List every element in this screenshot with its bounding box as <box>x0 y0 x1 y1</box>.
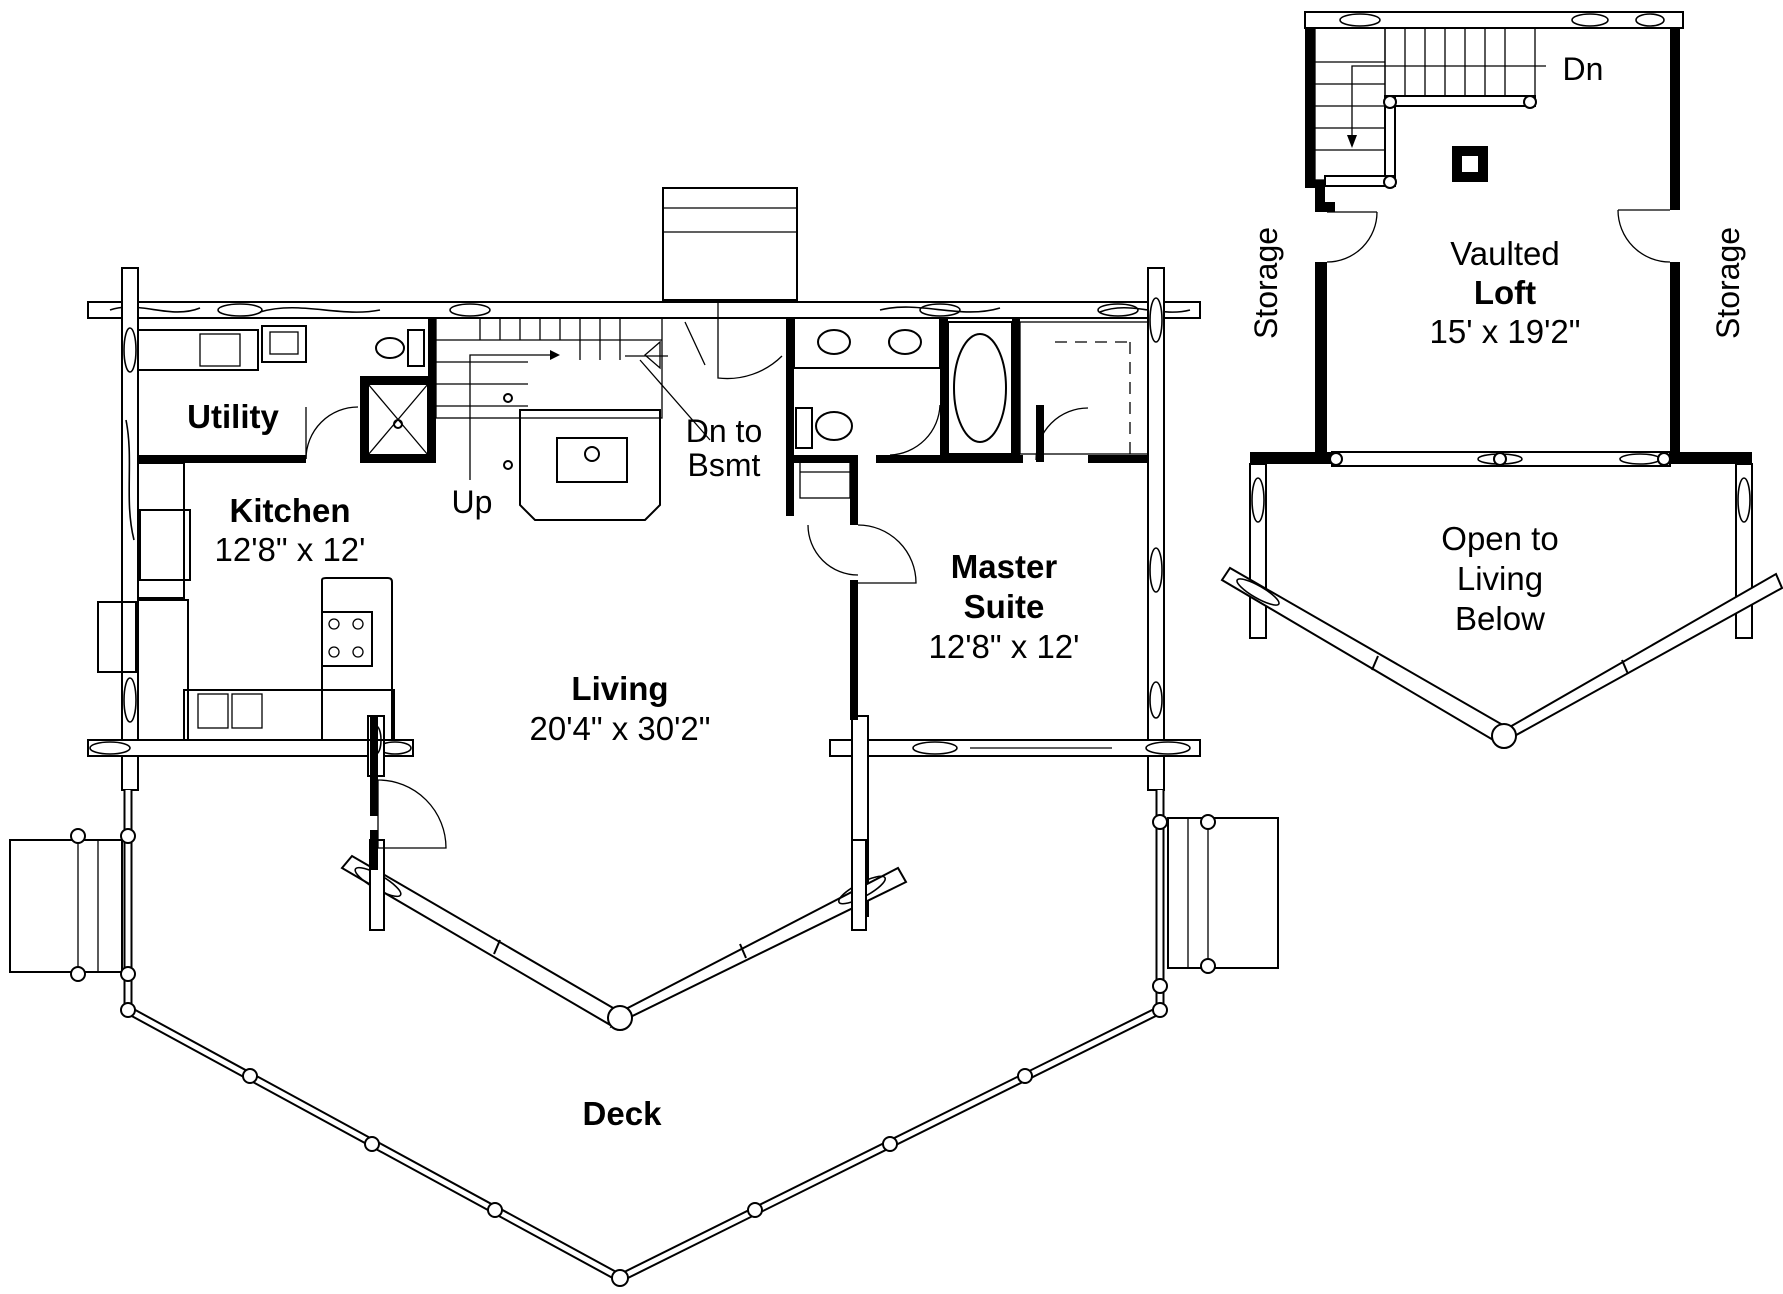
vanity-sink-left <box>817 329 851 355</box>
open-below-line2: Living <box>1457 560 1543 597</box>
open-below-line3: Below <box>1455 600 1545 637</box>
kitchen-size: 12'8" x 12' <box>215 531 366 568</box>
loft-walls <box>1250 28 1752 464</box>
kitchen-label: Kitchen <box>229 492 350 529</box>
refrigerator <box>139 509 191 581</box>
closet-door-2 <box>807 524 859 576</box>
dn-to-bsmt-leader <box>639 359 711 441</box>
storage-door-left <box>1326 211 1378 263</box>
deck-label: Deck <box>583 1095 663 1132</box>
stair-up-arrow <box>469 354 550 480</box>
window-box <box>97 601 137 673</box>
storage-door-right <box>1617 209 1671 263</box>
kitchen-counter-left <box>137 462 185 599</box>
closet-door <box>1035 407 1089 461</box>
chimney <box>662 187 798 301</box>
open-below-walls <box>1220 463 1783 749</box>
fireplace-hearth <box>503 393 661 521</box>
master-door <box>857 524 917 584</box>
kitchen-peninsula <box>321 577 393 741</box>
stair-down-label-line1: Dn to <box>686 413 762 449</box>
loft-label-line1: Vaulted <box>1450 235 1559 272</box>
entry-door <box>717 300 783 380</box>
bath-door <box>889 404 941 456</box>
deck-stairs-right <box>1167 817 1279 969</box>
sink-utility <box>261 325 307 363</box>
walk-in-closet <box>1019 321 1149 455</box>
log-wall-right <box>1147 267 1165 791</box>
loft-stair-arrow <box>1351 65 1546 140</box>
utility-fixtures <box>137 325 429 460</box>
master-suite-label-line1: Master <box>951 548 1058 585</box>
master-suite-size: 12'8" x 12' <box>929 628 1080 665</box>
deck-railing <box>123 790 1165 1283</box>
linen-closet <box>799 461 851 499</box>
stairs-main <box>435 317 711 480</box>
side-door <box>377 779 447 849</box>
kitchen-sink-right <box>231 693 263 729</box>
master-bath <box>793 317 1149 584</box>
master-suite-label-line2: Suite <box>964 588 1045 625</box>
shower <box>367 383 429 456</box>
log-wall-v <box>340 839 908 1031</box>
deck <box>9 790 1279 1287</box>
storage-left-label: Storage <box>1248 227 1284 339</box>
interior-walls <box>138 318 1148 870</box>
kitchen-fixtures <box>97 462 395 741</box>
vanity-sink-right <box>888 329 922 355</box>
vanity <box>793 317 941 369</box>
tub <box>947 321 1013 455</box>
stair-up-label: Up <box>452 484 493 520</box>
toilet-half-bath <box>375 337 405 359</box>
loft-label-line2: Loft <box>1474 274 1536 311</box>
loft-stairs <box>1314 27 1546 189</box>
toilet-master <box>815 411 853 441</box>
stair-down-label-line2: Bsmt <box>688 447 761 483</box>
main-floor: Utility Kitchen 12'8" x 12' Living 20'4"… <box>9 187 1279 1287</box>
kitchen-sink-left <box>197 693 229 729</box>
living-size: 20'4" x 30'2" <box>530 710 711 747</box>
living-label: Living <box>571 670 668 707</box>
loft-size: 15' x 19'2" <box>1430 313 1581 350</box>
utility-door <box>305 406 359 460</box>
loft-floor: Vaulted Loft 15' x 19'2" Dn Storage Stor… <box>1220 11 1783 749</box>
kitchen-counter-bottom <box>183 689 395 741</box>
log-wall-top <box>87 301 1201 319</box>
deck-stairs-left <box>9 839 123 973</box>
cooktop <box>321 611 373 667</box>
log-wall-left <box>121 267 139 791</box>
loft-stair-down-label: Dn <box>1563 51 1604 87</box>
utility-label: Utility <box>187 398 279 435</box>
storage-right-label: Storage <box>1710 227 1746 339</box>
washer-dryer <box>137 329 259 371</box>
open-below-line1: Open to <box>1441 520 1558 557</box>
